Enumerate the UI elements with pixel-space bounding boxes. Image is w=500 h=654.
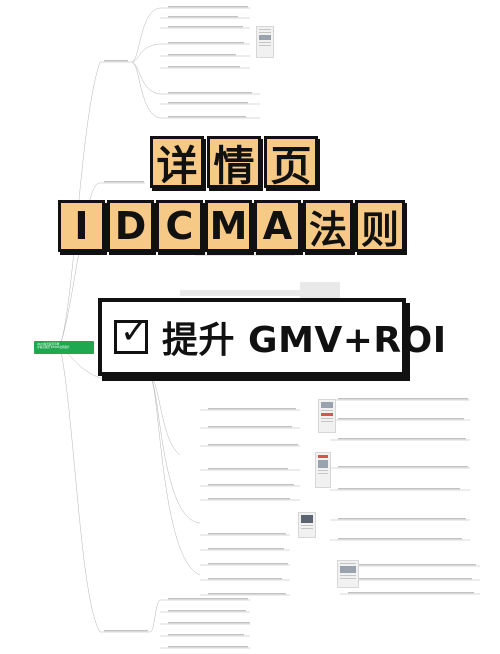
title-tile: A	[254, 200, 301, 252]
thumbnail-image	[337, 560, 359, 588]
title-tile: 法	[303, 200, 353, 252]
thumbnail-image	[318, 399, 336, 433]
title-tile: 页	[264, 136, 318, 190]
root-line-1: 2023淘宝运营带教	[37, 343, 60, 346]
title-tile: C	[156, 200, 203, 252]
title-tile: 详	[150, 136, 204, 190]
checkbox-icon: ✓	[114, 315, 149, 354]
mindmap-root-node: 2023淘宝运营带教 详情页规范 IDCMA法则提升	[34, 341, 94, 354]
root-line-2: 详情页规范 IDCMA法则提升	[37, 346, 70, 350]
title-tile: 情	[207, 136, 261, 190]
checkmark-icon: ✓	[120, 312, 149, 352]
thumbnail-image	[315, 452, 331, 488]
title-tile: M	[205, 200, 252, 252]
banner-text: 提升 GMV+ROI	[162, 320, 447, 361]
gmv-roi-banner: ✓ 提升 GMV+ROI	[98, 298, 446, 376]
title-tile: 则	[355, 200, 405, 252]
title-tile: D	[107, 200, 154, 252]
title-row-1: 详 情 页	[150, 136, 318, 190]
title-row-2: I D C M A 法 则	[58, 200, 405, 252]
title-tile: I	[58, 200, 105, 252]
thumbnail-image	[298, 512, 316, 538]
thumbnail-image	[256, 26, 274, 58]
